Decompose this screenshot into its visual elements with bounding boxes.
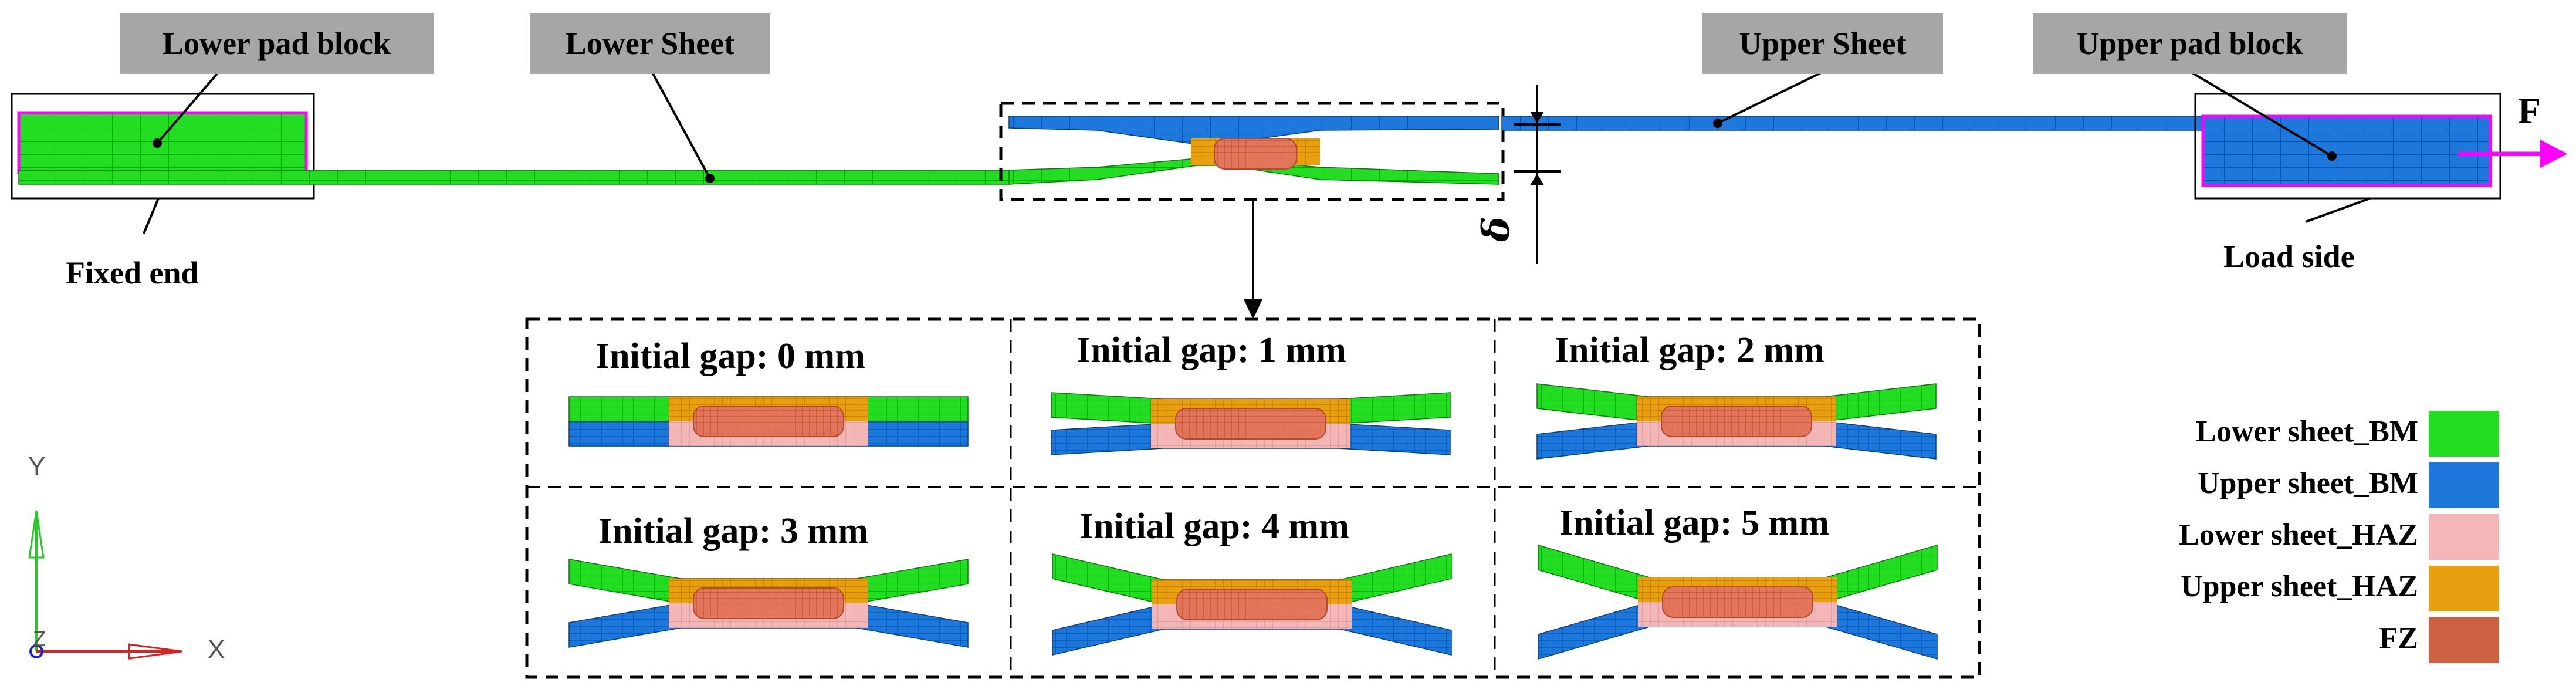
x-axis-label: X <box>208 635 225 664</box>
gap-panels <box>525 317 1981 679</box>
lower-pad-block-callout: Lower pad block <box>120 13 434 74</box>
delta-label: δ <box>1474 217 1518 242</box>
load-side-label: Load side <box>2223 239 2355 274</box>
panel-title-gap-3: Initial gap: 3 mm <box>598 511 868 551</box>
legend-label-fz: FZ <box>2379 621 2418 655</box>
z-axis-icon <box>29 644 43 658</box>
lower-pad-block-frame <box>11 93 315 200</box>
joint-region <box>999 102 1505 201</box>
panel-title-gap-2: Initial gap: 2 mm <box>1555 330 1824 370</box>
upper-sheet-callout: Upper Sheet <box>1702 13 1943 74</box>
x-axis-arrow-icon <box>128 643 182 660</box>
lower-sheet-callout: Lower Sheet <box>530 13 770 74</box>
panel-gap-0-fusion-zone <box>693 406 844 437</box>
z-axis-label: Z <box>33 627 46 651</box>
lower-pad-block <box>17 111 308 174</box>
panel-gap-2-fusion-zone <box>1661 406 1812 437</box>
legend-label-lower-haz: Lower sheet_HAZ <box>2179 518 2418 552</box>
panel-gap-3-fusion-zone <box>693 587 844 619</box>
upper-pad-block <box>2201 114 2492 187</box>
lower-sheet <box>18 170 1011 185</box>
leader-lines <box>143 69 2371 315</box>
fixed-end-label: Fixed end <box>66 255 199 290</box>
y-axis-arrow-icon <box>28 510 45 559</box>
overview-model: F δ <box>11 69 2567 319</box>
legend-label-upper-bm: Upper sheet_BM <box>2197 467 2418 500</box>
panel-title-gap-4: Initial gap: 4 mm <box>1079 506 1349 546</box>
panel-gap-5-fusion-zone <box>1662 586 1813 618</box>
legend-swatch-upper-bm <box>2429 462 2499 508</box>
upper-pad-block-frame <box>2194 93 2501 200</box>
axis-triad <box>28 510 182 660</box>
panel-title-gap-0: Initial gap: 0 mm <box>595 336 865 376</box>
upper-pad-block-callout: Upper pad block <box>2033 13 2347 74</box>
legend-label-upper-haz: Upper sheet_HAZ <box>2181 570 2418 603</box>
panels-frame <box>525 317 1981 679</box>
force-label: F <box>2518 90 2541 131</box>
y-axis-label: Y <box>28 452 46 481</box>
legend-label-lower-bm: Lower sheet_BM <box>2196 415 2418 448</box>
legend-swatch-upper-haz <box>2429 566 2499 611</box>
panel-title-gap-5: Initial gap: 5 mm <box>1559 503 1829 543</box>
panel-gap-4-fusion-zone <box>1176 589 1328 620</box>
legend-swatch-lower-haz <box>2429 514 2499 560</box>
panel-title-gap-1: Initial gap: 1 mm <box>1077 330 1346 370</box>
legend-swatch-fz <box>2429 617 2499 663</box>
legend-swatch-lower-bm <box>2429 411 2499 457</box>
panel-gap-1-fusion-zone <box>1175 408 1326 440</box>
gap-dimension <box>1514 85 1561 264</box>
force-arrowhead <box>2540 140 2567 168</box>
